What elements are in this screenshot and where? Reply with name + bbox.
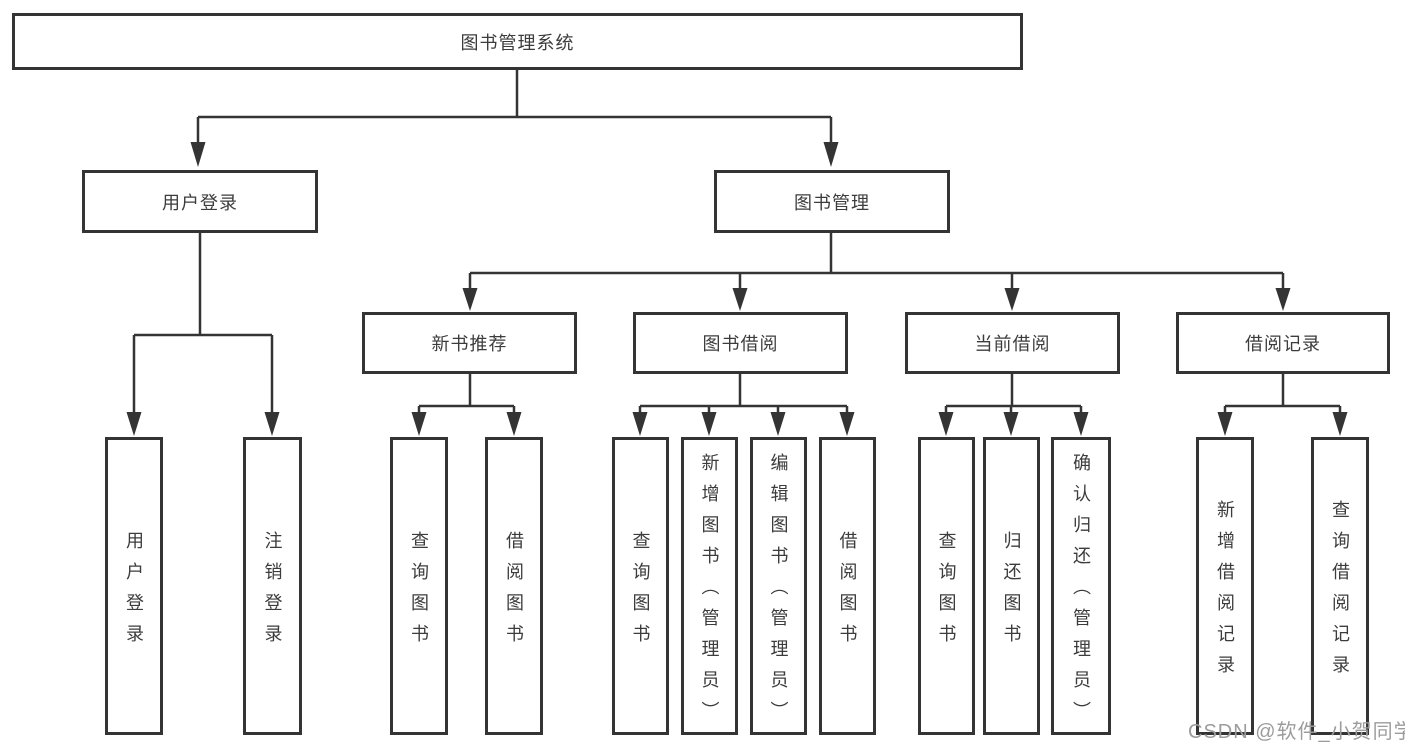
connector-current-borrow-to-leaves [938, 373, 1089, 436]
connector-user-login-to-leaves [126, 231, 280, 436]
arrowhead-icon [1275, 288, 1291, 311]
arrowhead-icon [770, 412, 786, 436]
node-label: 归还图书 [1001, 530, 1022, 655]
node-leaf-user-login: 用户登录 [105, 437, 163, 735]
node-leaf-query-books-borrow: 查询图书 [612, 437, 669, 735]
node-leaf-add-books-admin: 新增图书（管理员） [681, 437, 738, 735]
node-new-book-recommend: 新书推荐 [362, 312, 577, 374]
arrowhead-icon [190, 142, 206, 167]
node-leaf-add-borrow-record: 新增借阅记录 [1196, 437, 1254, 735]
node-label: 图书借阅 [702, 334, 779, 354]
node-label: 图书管理系统 [460, 32, 575, 53]
arrowhead-icon [411, 412, 427, 436]
arrowhead-icon [938, 412, 954, 436]
node-label: 借阅记录 [1245, 334, 1321, 354]
arrowhead-icon [732, 288, 748, 311]
node-label: 当前借阅 [974, 334, 1051, 354]
node-leaf-borrow-books: 借阅图书 [819, 437, 876, 735]
arrowhead-icon [1332, 412, 1348, 436]
csdn-watermark: CSDN @软件_小贺同学 [1188, 721, 1405, 743]
node-label: 查询图书 [936, 530, 957, 655]
arrowhead-icon [506, 412, 522, 436]
node-leaf-edit-books-admin: 编辑图书（管理员） [750, 437, 807, 735]
node-label: 借阅图书 [504, 530, 524, 655]
node-label: 查询图书 [630, 530, 651, 655]
connector-book-borrow-to-leaves [632, 373, 855, 436]
node-label: 新增图书（管理员） [699, 453, 720, 732]
node-label: 借阅图书 [837, 530, 858, 655]
arrowhead-icon [632, 412, 648, 436]
node-user-login: 用户登录 [82, 170, 318, 233]
node-label: 新增借阅记录 [1215, 499, 1235, 686]
arrowhead-icon [1073, 412, 1089, 436]
node-leaf-logout: 注销登录 [243, 437, 302, 735]
node-borrow-records: 借阅记录 [1176, 312, 1390, 374]
node-root-library-system: 图书管理系统 [12, 13, 1023, 70]
arrowhead-icon [823, 142, 839, 167]
node-book-management: 图书管理 [714, 170, 950, 233]
node-label: 查询借阅记录 [1330, 499, 1350, 686]
connector-book-management-to-level2 [462, 231, 1291, 311]
arrowhead-icon [839, 412, 855, 436]
node-label: 新书推荐 [431, 334, 508, 354]
connector-new-book-recommend-to-leaves [411, 373, 522, 436]
node-label: 用户登录 [124, 530, 144, 655]
node-leaf-query-books-recommend: 查询图书 [390, 437, 448, 735]
arrowhead-icon [1003, 412, 1019, 436]
node-label: 用户登录 [162, 192, 238, 213]
node-book-borrow: 图书借阅 [633, 312, 848, 374]
node-current-borrow: 当前借阅 [905, 312, 1120, 374]
node-leaf-borrow-books-recommend: 借阅图书 [485, 437, 543, 735]
node-label: 图书管理 [794, 192, 870, 213]
arrowhead-icon [1217, 412, 1233, 436]
node-leaf-return-books: 归还图书 [983, 437, 1040, 735]
node-label: 查询图书 [409, 530, 429, 655]
arrowhead-icon [1004, 288, 1020, 311]
arrowhead-icon [462, 288, 478, 311]
node-label: 注销登录 [262, 530, 283, 655]
node-leaf-confirm-return-admin: 确认归还（管理员） [1051, 437, 1111, 735]
node-leaf-query-borrow-record: 查询借阅记录 [1311, 437, 1369, 735]
connector-borrow-records-to-leaves [1217, 373, 1348, 436]
arrowhead-icon [264, 412, 280, 436]
arrowhead-icon [126, 412, 142, 436]
node-leaf-query-books-current: 查询图书 [918, 437, 975, 735]
arrowhead-icon [701, 412, 717, 436]
node-label: 编辑图书（管理员） [768, 453, 789, 732]
node-label: 确认归还（管理员） [1071, 453, 1091, 732]
connector-root-to-level1 [190, 68, 839, 167]
